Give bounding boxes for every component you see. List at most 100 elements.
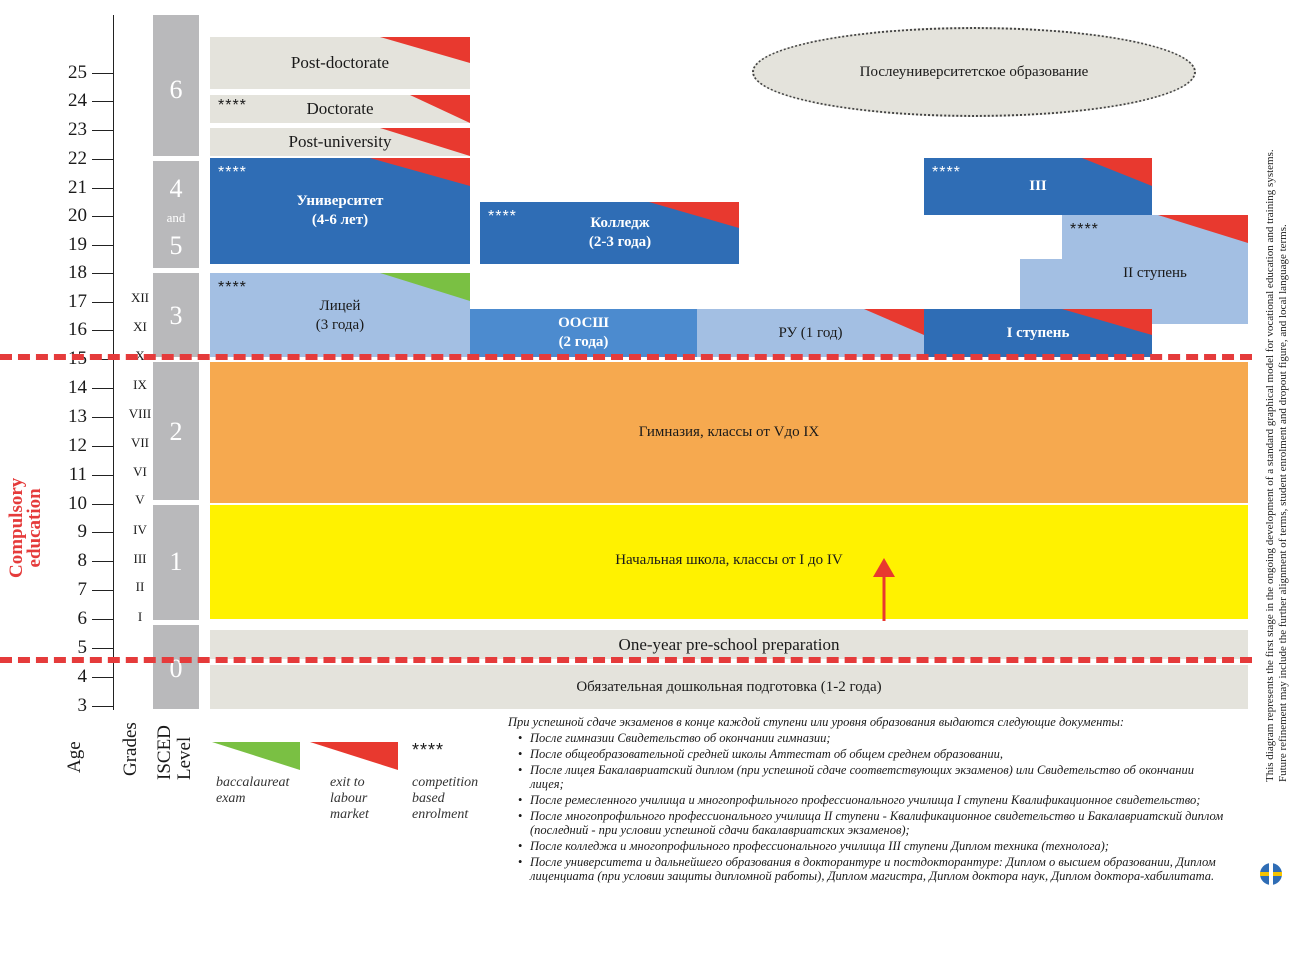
notes-item: После многопрофильного профессионального…: [518, 809, 1228, 837]
grade-label-IV: IV: [133, 522, 147, 537]
age-tick: [92, 101, 114, 102]
age-label-9: 9: [77, 521, 88, 542]
age-tick: [92, 590, 114, 591]
isced-level-2: 2: [169, 417, 183, 446]
age-tick: [92, 561, 114, 562]
isced-axis-label: ISCED Level: [154, 725, 195, 780]
isced-level-6: 6: [169, 75, 183, 104]
entry-arrow-icon: [873, 558, 895, 621]
age-tick: [92, 216, 114, 217]
university-label: Университет (4-6 лет): [296, 193, 384, 228]
mandatory-preschool-box: Обязательная дошкольная подготовка (1-2 …: [210, 665, 1248, 709]
isced-bar-0: [153, 625, 199, 709]
mandatory-preschool-label: Обязательная дошкольная подготовка (1-2 …: [576, 678, 882, 695]
age-tick: [92, 273, 114, 274]
university-box: **** Университет (4-6 лет): [210, 158, 470, 264]
competition-stars: ****: [1070, 221, 1099, 238]
notes-item: После университета и дальнейшего образов…: [518, 855, 1228, 883]
age-label-8: 8: [77, 550, 88, 571]
competition-stars: ****: [488, 208, 517, 225]
age-label-21: 21: [68, 177, 87, 198]
age-tick: [92, 188, 114, 189]
notes-intro: При успешной сдаче экзаменов в конце каж…: [508, 715, 1124, 729]
cloud-label: Послеуниверситетское образование: [859, 63, 1089, 80]
age-tick: [92, 302, 114, 303]
exit-labour-triangle: [380, 128, 470, 156]
exit-labour-triangle: [370, 158, 470, 186]
notes-item: После лицея Бакалавриатский диплом (при …: [518, 763, 1228, 791]
competition-stars: ****: [218, 164, 247, 181]
exit-labour-triangle: [1158, 215, 1248, 243]
legend-baccalaureat-triangle: [212, 742, 300, 770]
post-university-cloud: Послеуниверситетское образование: [752, 27, 1196, 117]
age-label-18: 18: [68, 262, 87, 283]
level-2-box-extension: [1152, 309, 1248, 324]
grade-label-VI: VI: [133, 464, 147, 479]
exit-labour-triangle: [1082, 158, 1152, 186]
ru-label: РУ (1 год): [778, 324, 843, 341]
lyceum-label: Лицей (3 года): [315, 298, 365, 333]
level-1-label: I ступень: [1006, 324, 1070, 341]
preschool-box: One-year pre-school preparation: [210, 630, 1248, 659]
grade-label-VIII: VIII: [128, 406, 152, 421]
age-label-24: 24: [68, 90, 87, 111]
exit-labour-triangle: [410, 95, 470, 123]
compulsory-education-label: Compulsory education: [6, 477, 45, 578]
grade-label-XI: XI: [133, 319, 147, 334]
age-tick: [92, 330, 114, 331]
isced-level-5: 5: [169, 231, 183, 260]
exit-labour-triangle: [1062, 309, 1152, 335]
notes-item: После гимназии Свидетельство об окончани…: [518, 731, 1228, 745]
legend-exit-labour-triangle: [310, 742, 398, 770]
age-tick: [92, 619, 114, 620]
grade-label-VII: VII: [130, 435, 150, 450]
legend-stars: ****: [412, 740, 445, 760]
age-label-10: 10: [68, 493, 87, 514]
exit-labour-triangle: [380, 37, 470, 63]
age-label-22: 22: [68, 148, 87, 169]
post-university-box: Post-university: [210, 128, 470, 156]
age-tick: [92, 706, 114, 707]
age-tick: [92, 159, 114, 160]
ru-box: РУ (1 год): [697, 309, 924, 357]
preschool-label: One-year pre-school preparation: [618, 634, 840, 654]
legend-baccalaureat-text: baccalaureat exam: [216, 775, 290, 806]
age-label-13: 13: [68, 406, 87, 427]
age-label-16: 16: [68, 319, 87, 340]
age-tick: [92, 417, 114, 418]
gymnasium-label: Гимназия, классы от Vдо IX: [638, 424, 820, 441]
primary-school-box: Начальная школа, классы от I до IV: [210, 505, 1248, 621]
isced-level-and: and: [166, 210, 186, 225]
grade-label-IX: IX: [133, 377, 147, 392]
age-label-11: 11: [68, 464, 87, 485]
doctorate-box: **** Doctorate: [210, 95, 470, 123]
level-2-label: II ступень: [1123, 264, 1187, 281]
notes-item: После колледжа и многопрофильного профес…: [518, 839, 1228, 853]
legend-exit-labour-text: exit to labour market: [330, 775, 369, 822]
level-2-box-top: ****: [1062, 215, 1248, 259]
age-label-20: 20: [68, 205, 87, 226]
isced-bar-2: [153, 362, 199, 500]
side-note-2: Future refinement may include the furthe…: [1277, 224, 1289, 782]
cedefop-logo-icon: [1260, 863, 1282, 885]
notes-item: После ремесленного училища и многопрофил…: [518, 793, 1228, 807]
gymnasium-box: Гимназия, классы от Vдо IX: [210, 362, 1248, 503]
compulsory-start-line: [0, 657, 1252, 663]
age-tick: [92, 475, 114, 476]
level-3-box: **** III: [924, 158, 1152, 215]
age-axis-line: [113, 15, 114, 710]
exit-labour-triangle: [864, 309, 924, 335]
age-tick: [92, 73, 114, 74]
isced-level-3: 3: [169, 301, 183, 330]
age-tick: [92, 532, 114, 533]
age-axis-label: Age: [64, 741, 85, 773]
competition-stars: ****: [932, 164, 961, 181]
documents-notes: При успешной сдаче экзаменов в конце каж…: [508, 715, 1228, 885]
age-label-25: 25: [68, 62, 87, 83]
isced-bar-6: [153, 15, 199, 156]
oosh-box: ООСШ (2 года): [470, 309, 697, 357]
age-tick: [92, 388, 114, 389]
level-1-box: I ступень: [924, 309, 1152, 357]
post-university-label: Post-university: [288, 132, 392, 152]
age-label-7: 7: [77, 579, 88, 600]
